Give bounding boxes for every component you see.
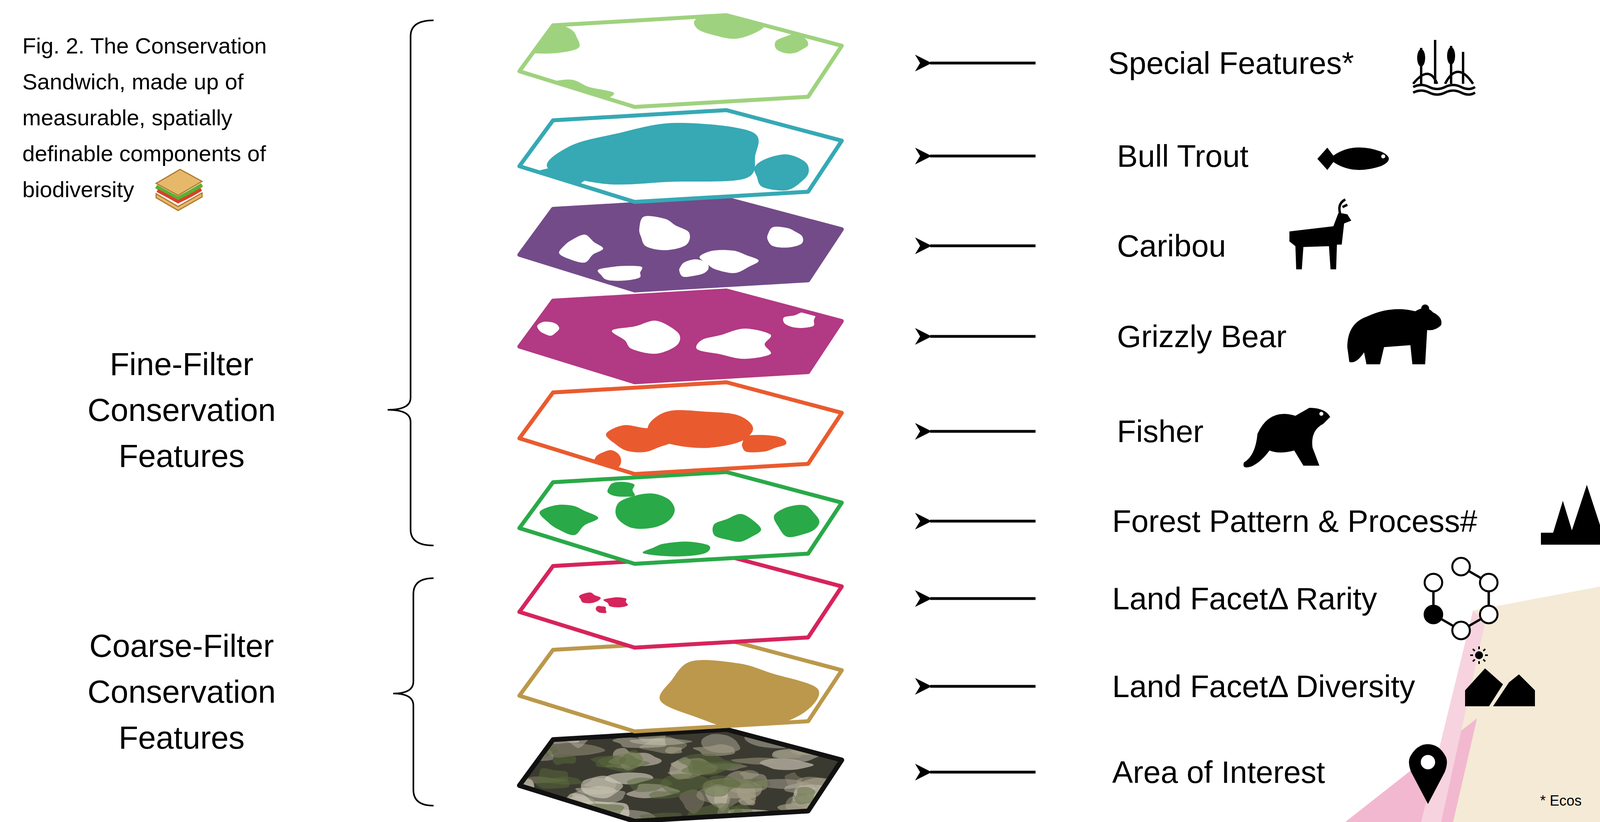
leader-arrow [930, 61, 1036, 65]
map-layer [519, 110, 842, 202]
leader-arrow [930, 597, 1036, 601]
leader-arrow [930, 335, 1036, 339]
leader-arrow [930, 430, 1036, 434]
map-layer [510, 12, 842, 107]
leader-arrow [930, 771, 1036, 775]
filter-group-label: Fine-Filter Conservation Features [53, 341, 310, 480]
feature-icon [1413, 39, 1476, 95]
layer-label: Special Features* [1108, 43, 1355, 84]
map-layer [519, 382, 842, 475]
layer-label: Land FacetΔ Diversity [1112, 666, 1416, 707]
map-layer [519, 639, 842, 732]
layer-label: Caribou [1116, 225, 1226, 266]
leader-arrow [930, 685, 1036, 689]
layer-label: Fisher [1116, 411, 1204, 452]
feature-icon [1465, 646, 1535, 707]
feature-icon [1408, 744, 1447, 805]
map-layer [519, 472, 842, 565]
filter-group-label: Coarse-Filter Conservation Features [53, 623, 310, 761]
map-layer [519, 290, 842, 383]
layer-label: Land FacetΔ Rarity [1112, 578, 1377, 619]
feature-icon [1317, 147, 1389, 171]
bracket [387, 20, 434, 546]
layer-label: Forest Pattern & Process# [1112, 501, 1478, 542]
map-layer [519, 556, 842, 648]
feature-icon [1540, 485, 1600, 545]
leader-arrow [930, 520, 1036, 523]
layer-label: Area of Interest [1112, 752, 1325, 793]
footnote-fragment: * Ecos [1540, 792, 1582, 810]
feature-icon [1289, 199, 1352, 270]
map-layer [519, 198, 842, 291]
layer-label: Bull Trout [1116, 136, 1249, 177]
leader-arrow [930, 154, 1036, 158]
background-panel [1421, 586, 1600, 822]
sandwich-icon [156, 169, 202, 211]
feature-icon [1243, 407, 1331, 468]
bracket [393, 578, 434, 806]
layer-label: Grizzly Bear [1116, 316, 1287, 357]
map-layer [496, 722, 863, 822]
figure-caption: Fig. 2. The Conservation Sandwich, made … [22, 27, 302, 208]
feature-icon [1424, 558, 1498, 640]
feature-icon [1347, 304, 1442, 365]
leader-arrow [930, 244, 1036, 248]
layer-stack [496, 12, 863, 822]
